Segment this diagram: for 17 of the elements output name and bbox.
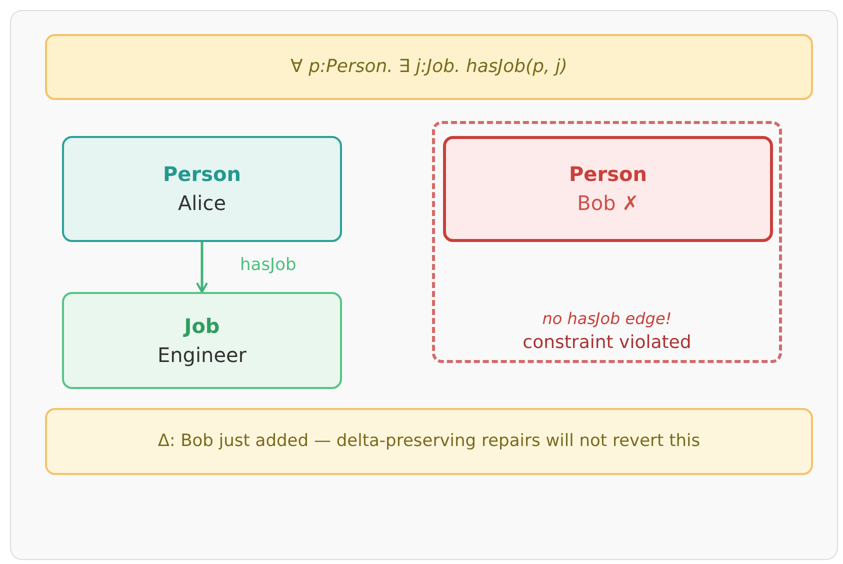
- formula-text: ∀ p:Person. ∃ j:Job. hasJob(p, j): [290, 54, 568, 79]
- instance-name: Alice: [178, 190, 226, 217]
- class-box: [62, 136, 342, 242]
- class-name: Person: [163, 161, 241, 188]
- class-name: Job: [184, 312, 220, 340]
- class-box: [62, 292, 342, 389]
- class-name: Person: [569, 161, 647, 188]
- formula-banner: [45, 34, 813, 100]
- note-banner: [45, 408, 813, 475]
- note-text: Δ: Bob just added — delta-preserving repairs will not revert this: [158, 430, 700, 454]
- instance-name: Engineer: [157, 342, 247, 368]
- edge-label: hasJob: [240, 255, 296, 275]
- instance-name: Bob ✗: [577, 190, 639, 217]
- violation-status: constraint violated: [522, 330, 692, 355]
- violation-region: [432, 121, 782, 363]
- class-box: [443, 136, 773, 242]
- violation-note: no hasJob edge!: [542, 308, 672, 330]
